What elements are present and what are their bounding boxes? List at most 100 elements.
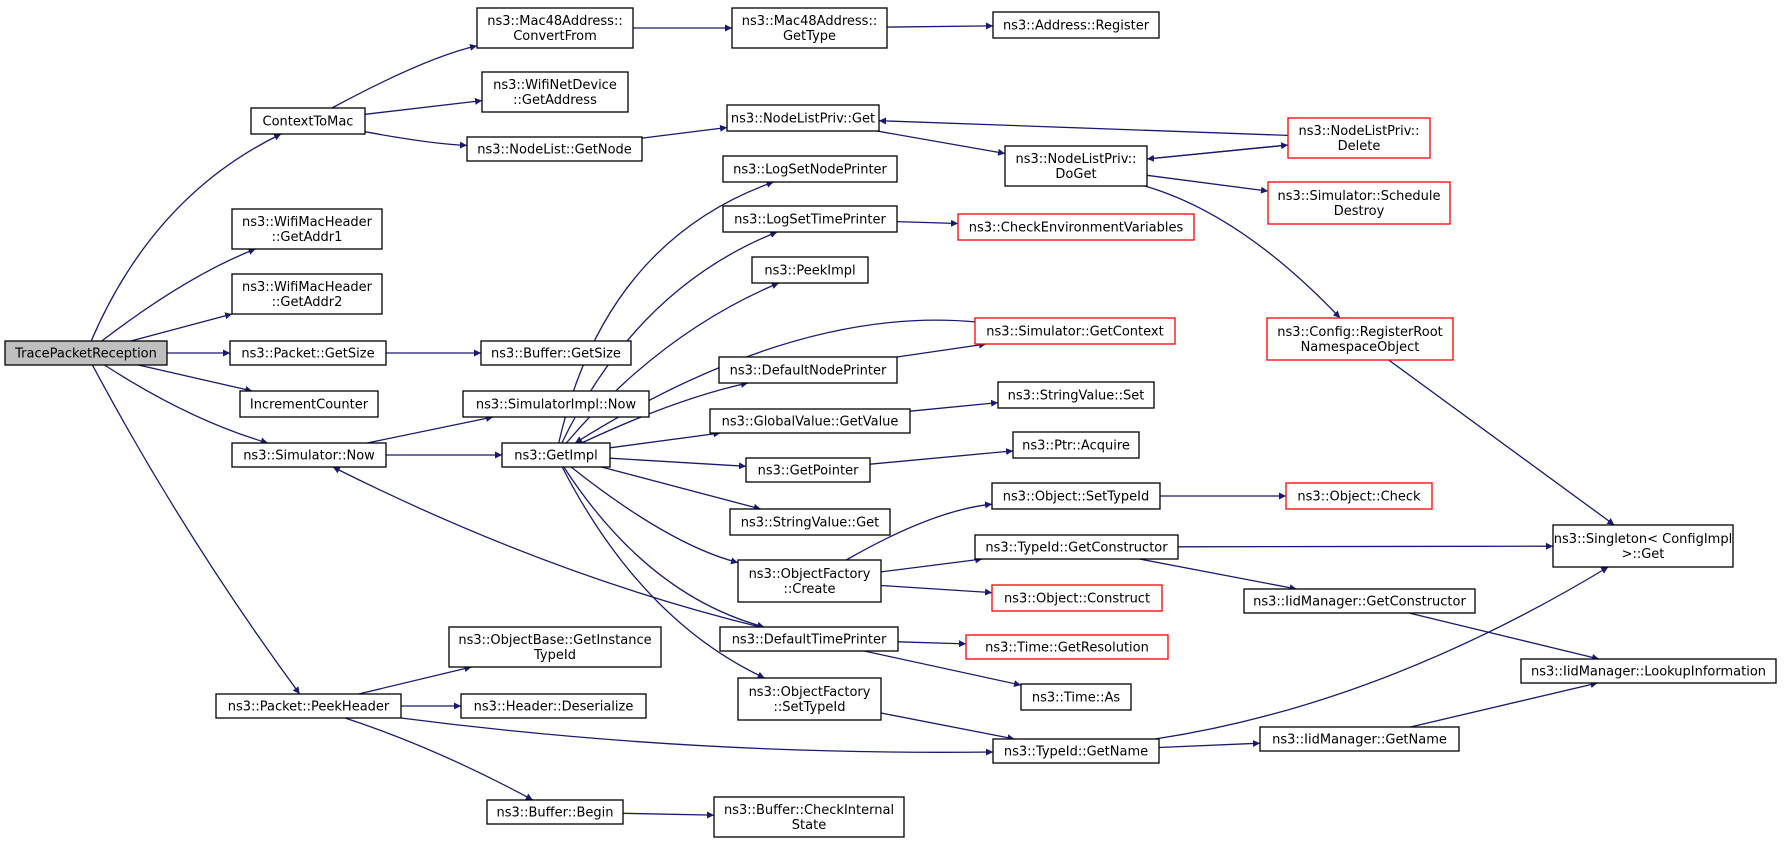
node-box-nlp-get[interactable] [726, 104, 880, 132]
node-ptr-acquire[interactable]: ns3::Ptr::Acquire [1012, 431, 1140, 459]
node-box-of-settypeid[interactable] [737, 677, 882, 721]
node-incrementcounter[interactable]: IncrementCounter [239, 390, 379, 418]
node-box-object-construct[interactable] [991, 584, 1163, 612]
node-time-as[interactable]: ns3::Time::As [1020, 683, 1132, 711]
node-box-nodelist-getnode[interactable] [466, 136, 643, 162]
node-box-logsettimeprinter[interactable] [722, 205, 898, 233]
node-iid-lookup[interactable]: ns3::IidManager::LookupInformation [1520, 658, 1777, 684]
node-box-wifi-getaddress[interactable] [481, 71, 629, 113]
node-box-typeid-getconstructor[interactable] [974, 534, 1179, 560]
node-box-mac-gettype[interactable] [731, 7, 888, 49]
node-box-register-root[interactable] [1266, 317, 1454, 361]
node-iid-getconstructor[interactable]: ns3::IidManager::GetConstructor [1243, 588, 1476, 614]
node-getpointer[interactable]: ns3::GetPointer [745, 457, 871, 483]
node-sim-getcontext[interactable]: ns3::Simulator::GetContext [974, 317, 1176, 345]
node-logsettimeprinter[interactable]: ns3::LogSetTimePrinter [722, 205, 898, 233]
node-box-peekimpl[interactable] [751, 256, 869, 284]
node-box-defaultnodeprinter[interactable] [718, 356, 898, 384]
node-simulator-now[interactable]: ns3::Simulator::Now [231, 442, 387, 468]
node-box-buffer-checkinternal[interactable] [713, 796, 905, 838]
node-box-root[interactable] [4, 340, 168, 366]
node-box-stringvalue-set[interactable] [997, 381, 1155, 409]
node-box-nlp-delete[interactable] [1287, 117, 1431, 159]
node-box-object-settypeid[interactable] [991, 482, 1161, 510]
node-box-defaulttimeprinter[interactable] [719, 626, 899, 652]
node-nlp-delete[interactable]: ns3::NodeListPriv::Delete [1287, 117, 1431, 159]
node-box-globalvalue-getvalue[interactable] [709, 408, 911, 434]
node-nlp-doget[interactable]: ns3::NodeListPriv::DoGet [1004, 145, 1148, 187]
node-of-settypeid[interactable]: ns3::ObjectFactory::SetTypeId [737, 677, 882, 721]
node-box-typeid-getname[interactable] [992, 738, 1160, 764]
node-time-getresolution[interactable]: ns3::Time::GetResolution [965, 634, 1169, 660]
node-convertfrom[interactable]: ns3::Mac48Address::ConvertFrom [476, 7, 634, 49]
node-object-construct[interactable]: ns3::Object::Construct [991, 584, 1163, 612]
node-checkenv[interactable]: ns3::CheckEnvironmentVariables [957, 213, 1195, 241]
node-box-nlp-doget[interactable] [1004, 145, 1148, 187]
node-buffer-getsize[interactable]: ns3::Buffer::GetSize [480, 340, 632, 366]
node-box-header-deserialize[interactable] [460, 693, 647, 719]
node-box-incrementcounter[interactable] [239, 390, 379, 418]
node-box-getimpl[interactable] [501, 442, 611, 468]
node-box-object-check[interactable] [1285, 482, 1433, 510]
node-box-ptr-acquire[interactable] [1012, 431, 1140, 459]
node-box-peekheader[interactable] [215, 693, 402, 719]
node-peekimpl[interactable]: ns3::PeekImpl [751, 256, 869, 284]
node-getimpl[interactable]: ns3::GetImpl [501, 442, 611, 468]
node-typeid-getname[interactable]: ns3::TypeId::GetName [992, 738, 1160, 764]
node-box-iid-getname[interactable] [1259, 726, 1460, 752]
node-box-logsetnodeprinter[interactable] [722, 155, 898, 183]
node-nodelist-getnode[interactable]: ns3::NodeList::GetNode [466, 136, 643, 162]
node-box-time-as[interactable] [1020, 683, 1132, 711]
node-packet-getsize[interactable]: ns3::Packet::GetSize [229, 340, 387, 366]
node-box-getpointer[interactable] [745, 457, 871, 483]
node-of-create[interactable]: ns3::ObjectFactory::Create [737, 559, 882, 603]
node-box-getaddr1[interactable] [231, 208, 383, 250]
node-box-buffer-getsize[interactable] [480, 340, 632, 366]
node-box-iid-getconstructor[interactable] [1243, 588, 1476, 614]
node-header-deserialize[interactable]: ns3::Header::Deserialize [460, 693, 647, 719]
node-box-getinstancetypeid[interactable] [448, 626, 662, 668]
node-root[interactable]: TracePacketReception [4, 340, 168, 366]
node-box-schedule-destroy[interactable] [1267, 181, 1451, 225]
node-typeid-getconstructor[interactable]: ns3::TypeId::GetConstructor [974, 534, 1179, 560]
node-defaulttimeprinter[interactable]: ns3::DefaultTimePrinter [719, 626, 899, 652]
node-box-stringvalue-get[interactable] [729, 508, 891, 536]
node-defaultnodeprinter[interactable]: ns3::DefaultNodePrinter [718, 356, 898, 384]
node-wifi-getaddress[interactable]: ns3::WifiNetDevice::GetAddress [481, 71, 629, 113]
node-getaddr1[interactable]: ns3::WifiMacHeader::GetAddr1 [231, 208, 383, 250]
node-box-sim-getcontext[interactable] [974, 317, 1176, 345]
node-box-simulator-now[interactable] [231, 442, 387, 468]
node-getaddr2[interactable]: ns3::WifiMacHeader::GetAddr2 [231, 273, 383, 315]
node-box-time-getresolution[interactable] [965, 634, 1169, 660]
node-box-singleton-get[interactable] [1552, 524, 1734, 568]
node-logsetnodeprinter[interactable]: ns3::LogSetNodePrinter [722, 155, 898, 183]
node-buffer-begin[interactable]: ns3::Buffer::Begin [486, 799, 624, 825]
node-box-of-create[interactable] [737, 559, 882, 603]
node-mac-gettype[interactable]: ns3::Mac48Address::GetType [731, 7, 888, 49]
node-iid-getname[interactable]: ns3::IidManager::GetName [1259, 726, 1460, 752]
node-simimpl-now[interactable]: ns3::SimulatorImpl::Now [462, 390, 650, 418]
node-stringvalue-get[interactable]: ns3::StringValue::Get [729, 508, 891, 536]
node-singleton-get[interactable]: ns3::Singleton< ConfigImpl >::Get [1552, 524, 1734, 568]
node-box-simimpl-now[interactable] [462, 390, 650, 418]
node-object-settypeid[interactable]: ns3::Object::SetTypeId [991, 482, 1161, 510]
node-box-convertfrom[interactable] [476, 7, 634, 49]
node-peekheader[interactable]: ns3::Packet::PeekHeader [215, 693, 402, 719]
node-box-checkenv[interactable] [957, 213, 1195, 241]
node-box-packet-getsize[interactable] [229, 340, 387, 366]
node-stringvalue-set[interactable]: ns3::StringValue::Set [997, 381, 1155, 409]
node-box-buffer-begin[interactable] [486, 799, 624, 825]
node-object-check[interactable]: ns3::Object::Check [1285, 482, 1433, 510]
node-box-address-register[interactable] [992, 11, 1160, 39]
node-globalvalue-getvalue[interactable]: ns3::GlobalValue::GetValue [709, 408, 911, 434]
node-box-iid-lookup[interactable] [1520, 658, 1777, 684]
node-address-register[interactable]: ns3::Address::Register [992, 11, 1160, 39]
node-box-contexttomac[interactable] [250, 107, 366, 135]
node-box-getaddr2[interactable] [231, 273, 383, 315]
node-contexttomac[interactable]: ContextToMac [250, 107, 366, 135]
node-nlp-get[interactable]: ns3::NodeListPriv::Get [726, 104, 880, 132]
